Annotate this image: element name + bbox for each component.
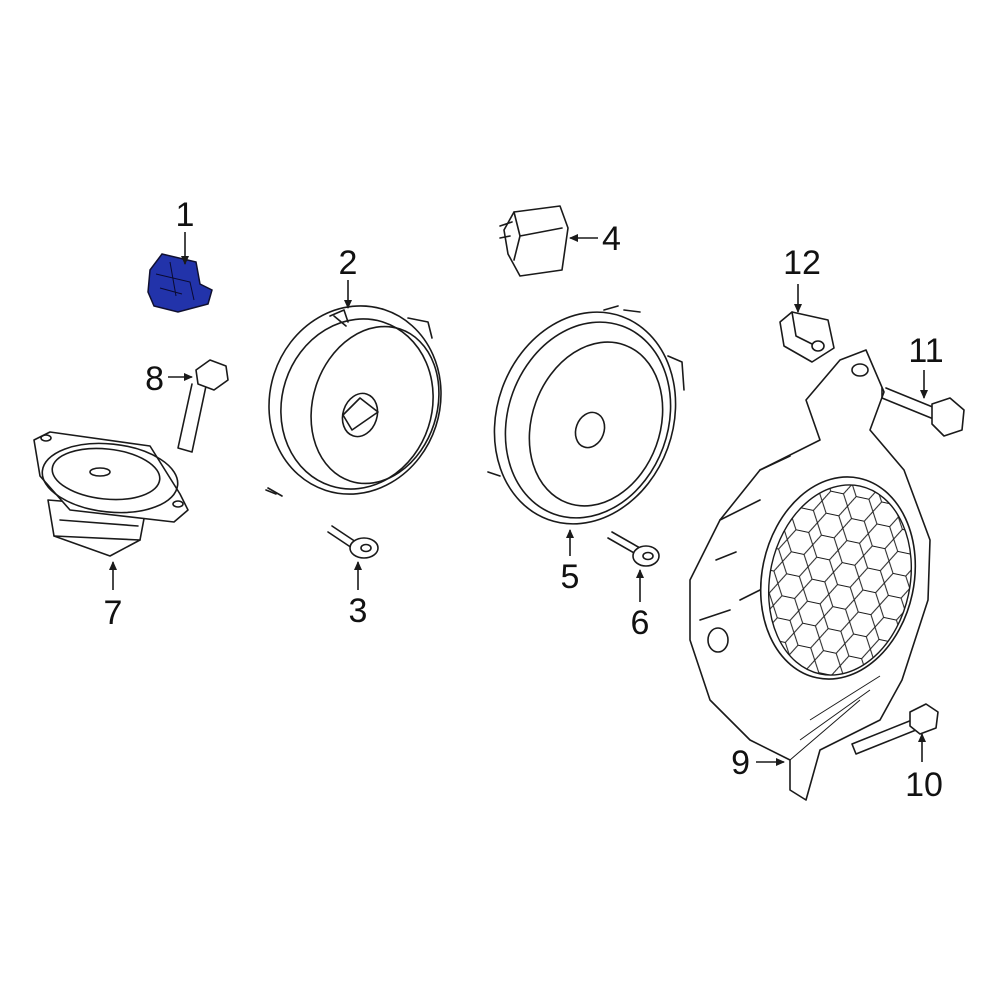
part-4-clip[interactable] (499, 205, 569, 277)
callout-6: 6 (631, 604, 650, 642)
part-3-screw[interactable] (327, 525, 379, 559)
callout-1: 1 (176, 196, 195, 234)
callout-12: 12 (783, 244, 821, 282)
callout-10: 10 (905, 766, 943, 804)
part-7-tweeter[interactable] (33, 431, 189, 557)
callout-9: 9 (731, 744, 750, 782)
part-12-clip[interactable] (779, 311, 835, 363)
part-11-bolt[interactable] (881, 387, 965, 437)
callout-3: 3 (349, 592, 368, 630)
leader-lines (109, 232, 928, 766)
callout-2: 2 (339, 244, 358, 282)
callout-5: 5 (561, 558, 580, 596)
part-1-connector[interactable] (147, 253, 213, 313)
part-6-screw[interactable] (607, 531, 660, 567)
part-5-speaker[interactable] (465, 286, 704, 549)
part-8-bolt[interactable] (177, 359, 229, 453)
part-2-speaker[interactable] (245, 283, 465, 516)
part-1-body (147, 253, 213, 313)
part-9-subwoofer-enclosure[interactable] (689, 349, 934, 801)
callout-8: 8 (145, 360, 164, 398)
callout-11: 11 (908, 332, 943, 370)
callout-7: 7 (104, 594, 123, 632)
callout-labels: 1 2 3 4 5 6 7 8 9 10 11 12 (104, 196, 944, 804)
callout-4: 4 (602, 220, 621, 258)
part-10-bolt[interactable] (851, 703, 939, 755)
